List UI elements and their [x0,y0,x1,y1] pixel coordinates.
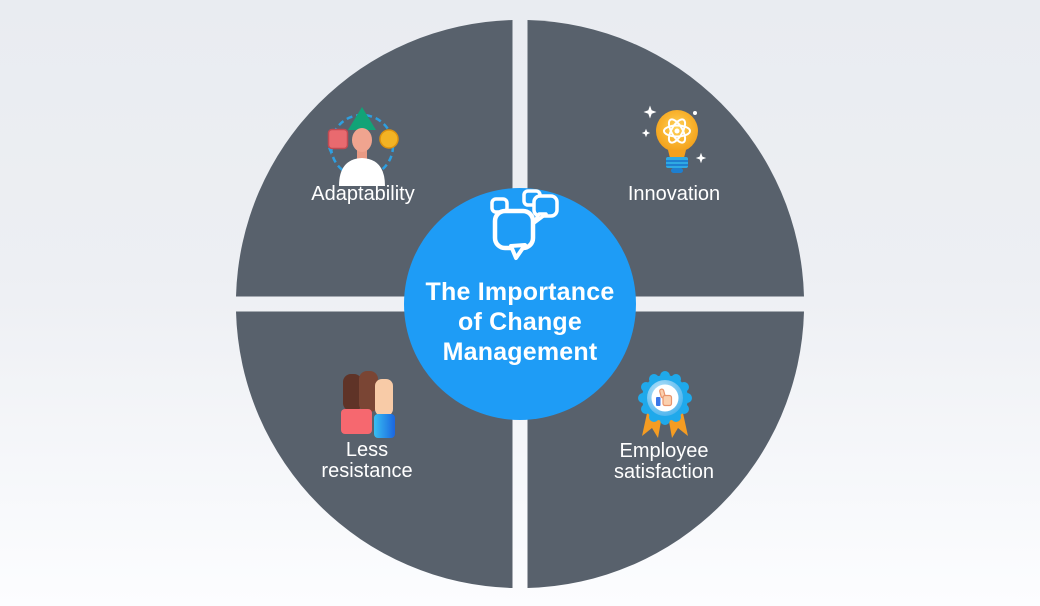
square-shape-icon [327,128,349,150]
sparkles-icon [641,105,707,164]
circle-shape-icon [379,129,399,149]
adaptability-person-cycle-icon [327,107,399,186]
speech-bubbles-icon [490,189,559,260]
quadrant-label-less-resistance: Less resistance [321,439,413,482]
bulb-base-icon [666,157,688,168]
title-line-2: of Change [457,308,583,336]
diagram-title: The Importance of Change Management [380,277,660,367]
quadrant-label-innovation: Innovation [627,183,721,205]
quadrant-label-adaptability: Adaptability [311,183,415,205]
title-line-3: Management [442,338,598,366]
fist-light-icon [375,379,393,416]
title-line-1: The Importance [425,278,615,306]
thumbs-up-icon [656,388,673,407]
quadrant-label-employee-satisfaction: Employee satisfaction [613,440,715,483]
triangle-shape-icon [348,107,376,130]
center-circle [404,188,636,420]
less-resistance-raised-fists-icon [341,371,395,438]
sleeve-pink-icon [341,409,372,434]
person-icon [339,128,385,186]
fist-dark-icon [343,374,362,411]
innovation-lightbulb-atom-icon [641,105,707,173]
fist-brown-icon [359,371,378,412]
atom-icon [663,118,691,144]
employee-satisfaction-award-badge-icon [638,371,692,438]
sleeve-blue-icon [374,414,395,438]
